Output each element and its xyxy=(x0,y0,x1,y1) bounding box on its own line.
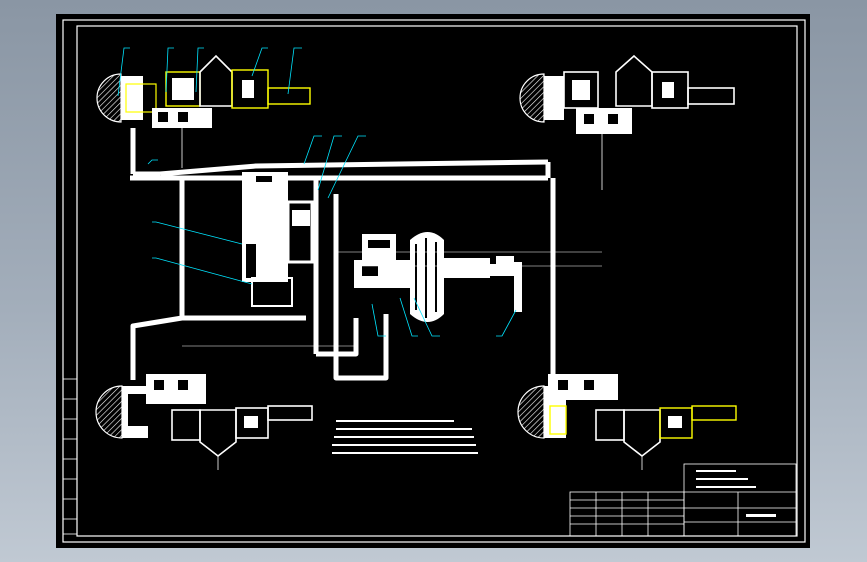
inner-border xyxy=(76,25,798,537)
wheel-brake-top-left xyxy=(96,54,311,177)
wheel-brake-bottom-right xyxy=(517,374,737,470)
outer-border xyxy=(62,19,806,543)
brake-lines xyxy=(130,159,556,386)
master-cylinder xyxy=(242,172,314,307)
wheel-brake-top-right xyxy=(519,54,735,190)
technical-notes xyxy=(332,420,478,454)
leader-lines xyxy=(117,47,517,337)
title-block xyxy=(569,463,797,537)
revision-strip xyxy=(62,378,78,535)
reference-lines xyxy=(182,251,602,347)
wheel-brake-bottom-left xyxy=(95,374,313,470)
cad-viewport[interactable] xyxy=(56,14,810,548)
vacuum-booster xyxy=(354,232,522,322)
brake-system-drawing xyxy=(62,19,806,543)
